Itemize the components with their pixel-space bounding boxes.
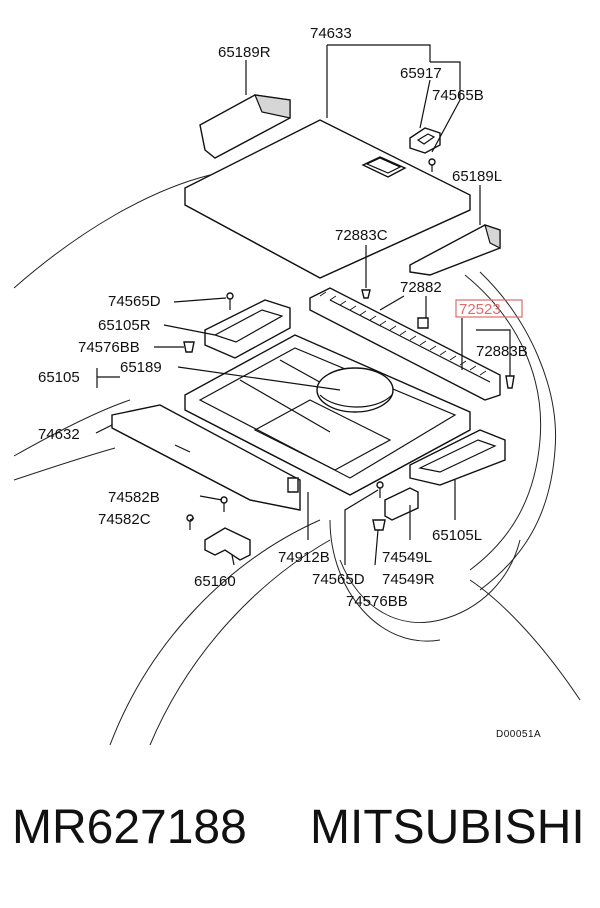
callout-65105: 65105 (38, 369, 80, 386)
callout-labels: 74633 65189R 65917 74565B 65189L 72883C … (38, 25, 541, 740)
callout-65917: 65917 (400, 65, 442, 82)
callout-72883B: 72883B (476, 343, 528, 360)
callout-74582C: 74582C (98, 511, 151, 528)
callout-65160: 65160 (194, 573, 236, 590)
leader-lines (95, 44, 511, 566)
part-72882 (417, 317, 429, 329)
part-65105R (204, 299, 291, 359)
callout-74582B: 74582B (108, 489, 160, 506)
part-72883B (505, 375, 515, 389)
footer: MR627188 MITSUBISHI (0, 800, 600, 880)
callout-74549R: 74549R (382, 571, 435, 588)
callout-74912B: 74912B (278, 549, 330, 566)
part-74565D-bottom (376, 481, 384, 498)
callout-72523: 72523 (459, 301, 501, 318)
callout-72882: 72882 (400, 279, 442, 296)
part-number: MR627188 (12, 801, 247, 854)
part-74582 (186, 496, 228, 530)
callout-74576BB-bottom: 74576BB (346, 593, 408, 610)
part-74565D-top (226, 292, 234, 310)
callout-74565B: 74565B (432, 87, 484, 104)
callout-72883C: 72883C (335, 227, 388, 244)
part-74912B (287, 477, 299, 493)
part-72523-sill (309, 287, 501, 401)
part-74633-board (184, 119, 471, 279)
part-65105L (409, 429, 506, 486)
figure-code: D00051A (496, 729, 541, 740)
part-65105-tray (184, 334, 471, 496)
callout-65189R: 65189R (218, 44, 271, 61)
part-74549 (384, 487, 419, 521)
brand-name: MITSUBISHI (310, 801, 585, 854)
parts-diagram: 74633 65189R 65917 74565B 65189L 72883C … (13, 25, 581, 746)
callout-74576BB-top: 74576BB (78, 339, 140, 356)
callout-74565D-bottom: 74565D (312, 571, 365, 588)
callout-65189L: 65189L (452, 168, 502, 185)
part-74632-board (111, 404, 301, 511)
callout-74565D-top: 74565D (108, 293, 161, 310)
part-74576BB-bottom (372, 519, 386, 531)
part-65189R (199, 94, 291, 159)
callout-65105L: 65105L (432, 527, 482, 544)
part-65917 (409, 127, 441, 154)
callout-74632: 74632 (38, 426, 80, 443)
part-74576BB-top (183, 341, 195, 353)
callout-65105R: 65105R (98, 317, 151, 334)
highlight-box (455, 299, 523, 318)
callout-74633: 74633 (310, 25, 352, 42)
callout-65189: 65189 (120, 359, 162, 376)
part-65160 (204, 527, 251, 561)
part-74565B (428, 158, 436, 172)
part-65189L (409, 224, 501, 276)
callout-74549L: 74549L (382, 549, 432, 566)
part-72883C (361, 289, 371, 299)
